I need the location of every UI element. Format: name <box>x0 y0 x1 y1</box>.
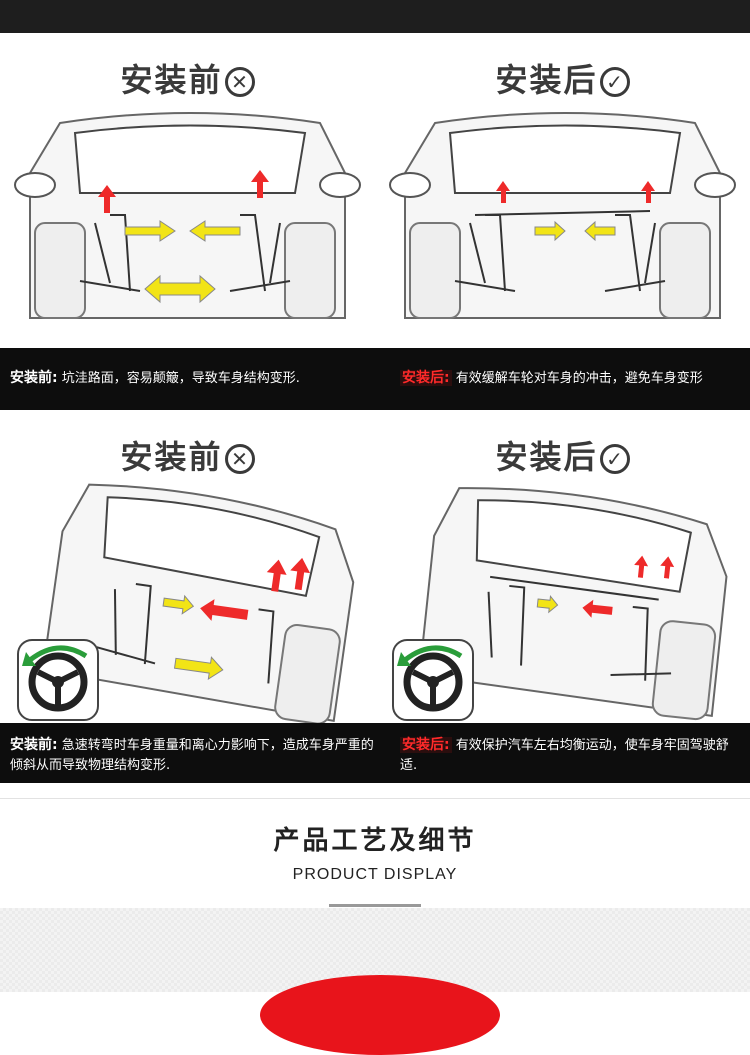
car-tilted-illustration-after <box>392 487 728 721</box>
panel-before-cornering: 安装前✕ <box>0 410 375 725</box>
panel-after-cornering: 安装后✓ <box>375 410 750 723</box>
subtitle-underline <box>329 904 421 907</box>
product-section-title: 产品工艺及细节 <box>273 826 477 856</box>
before-heading-2: 安装前✕ <box>0 432 375 478</box>
car-front-illustration-before <box>14 112 361 319</box>
car-tilted-illustration-before <box>17 483 355 725</box>
caption-after-bumps: 安装后: 有效缓解车轮对车身的冲击，避免车身变形 <box>400 370 703 386</box>
top-dark-strip <box>0 0 750 33</box>
section-divider <box>0 798 750 799</box>
red-arc-decoration <box>260 975 500 1055</box>
after-heading: 安装后✓ <box>375 55 750 101</box>
car-front-illustration-after <box>389 112 736 319</box>
caption-bar-bumps: 安装前: 坑洼路面，容易颠簸，导致车身结构变形. 安装后: 有效缓解车轮对车身的… <box>0 348 750 410</box>
before-heading: 安装前✕ <box>0 55 375 101</box>
caption-bar-cornering: 安装前: 急速转弯时车身重量和离心力影响下，造成车身严重的倾斜从而导致物理结构变… <box>0 723 750 783</box>
caption-after-cornering: 安装后: 有效保护汽车左右均衡运动，使车身牢固驾驶舒适. <box>400 737 729 773</box>
panel-before-bumps: 安装前✕ <box>0 33 375 348</box>
steering-wheel-icon <box>17 639 99 721</box>
caption-before-bumps: 安装前: 坑洼路面，容易颠簸，导致车身结构变形. <box>10 370 300 386</box>
after-heading-2: 安装后✓ <box>375 432 750 478</box>
check-circle-icon: ✓ <box>599 444 630 474</box>
cross-circle-icon: ✕ <box>224 67 255 97</box>
product-section-subtitle: PRODUCT DISPLAY <box>292 866 458 883</box>
caption-before-cornering: 安装前: 急速转弯时车身重量和离心力影响下，造成车身严重的倾斜从而导致物理结构变… <box>10 737 374 773</box>
panel-after-bumps: 安装后✓ <box>375 33 750 348</box>
comparison-row-cornering: 安装前✕ <box>0 410 750 725</box>
comparison-row-bumps: 安装前✕ 安装后✓ <box>0 33 750 348</box>
cross-circle-icon: ✕ <box>224 444 255 474</box>
check-circle-icon: ✓ <box>599 67 630 97</box>
steering-wheel-icon <box>392 639 474 721</box>
